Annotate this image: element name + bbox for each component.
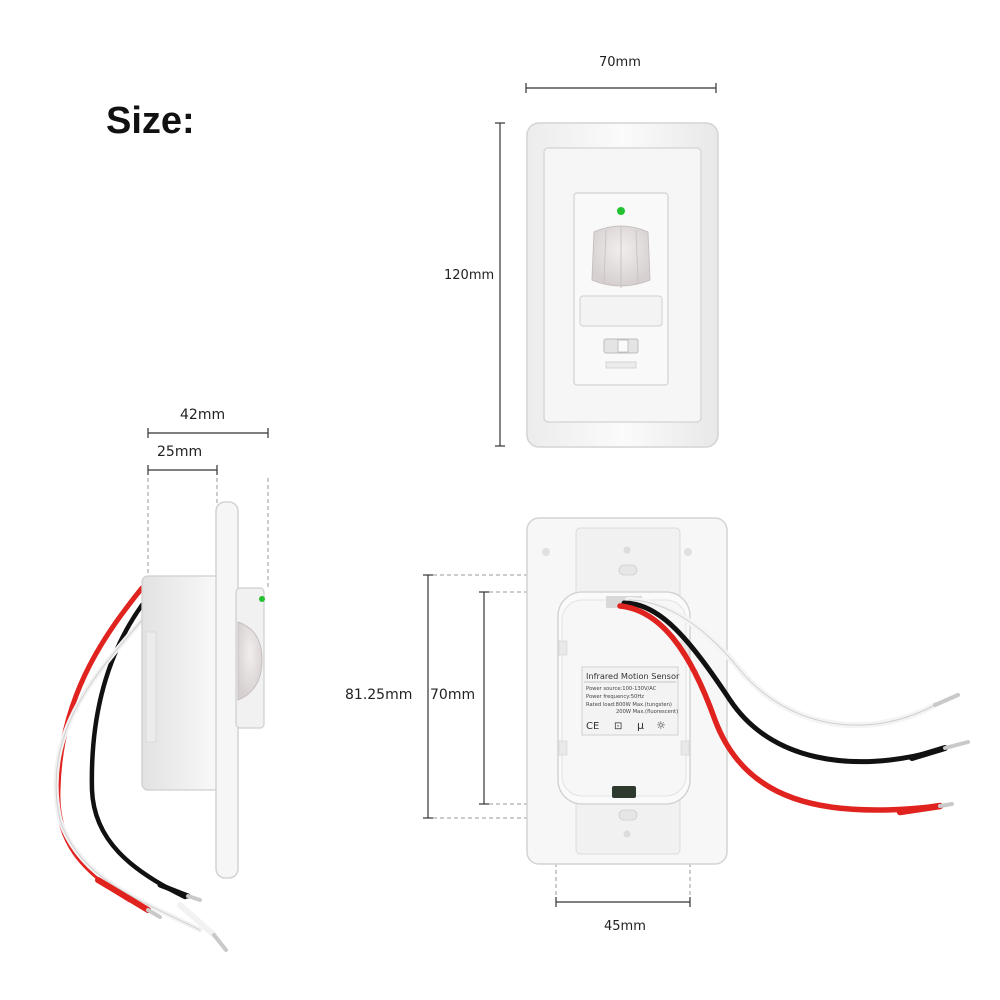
side-depth-total-label: 42mm	[180, 407, 226, 423]
micro-gap-mark: μ	[637, 719, 644, 732]
ce-mark: CE	[586, 721, 599, 732]
back-width-label: 45mm	[604, 919, 646, 934]
back-wire-black	[621, 600, 943, 765]
side-plate	[215, 501, 239, 879]
label-line-1: Power source:100-130V/AC	[586, 686, 657, 692]
front-view	[495, 83, 719, 448]
back-wire-red	[617, 603, 943, 813]
size-heading: Size:	[106, 100, 195, 142]
back-outer-height-label: 81.25mm	[345, 687, 413, 703]
label-line-4: 200W Max.(fluorescent)	[616, 709, 678, 715]
light-symbol-mark: ☼	[656, 719, 666, 732]
side-depth-body-label: 25mm	[157, 444, 203, 460]
rating-label: Infrared Motion Sensor Power source:100-…	[581, 666, 680, 736]
back-inner-height-label: 70mm	[430, 687, 476, 703]
status-led	[617, 207, 625, 215]
label-title: Infrared Motion Sensor	[586, 671, 680, 681]
front-width-label: 70mm	[599, 55, 641, 70]
label-line-3: Rated load:800W Max.(tungsten)	[586, 702, 672, 708]
label-line-2: Power frequency:50Hz	[586, 694, 644, 700]
front-height-label: 120mm	[444, 268, 495, 283]
back-view: Infrared Motion Sensor Power source:100-…	[423, 517, 970, 907]
double-insulation-mark: ⊡	[614, 721, 622, 732]
side-view	[53, 428, 269, 952]
